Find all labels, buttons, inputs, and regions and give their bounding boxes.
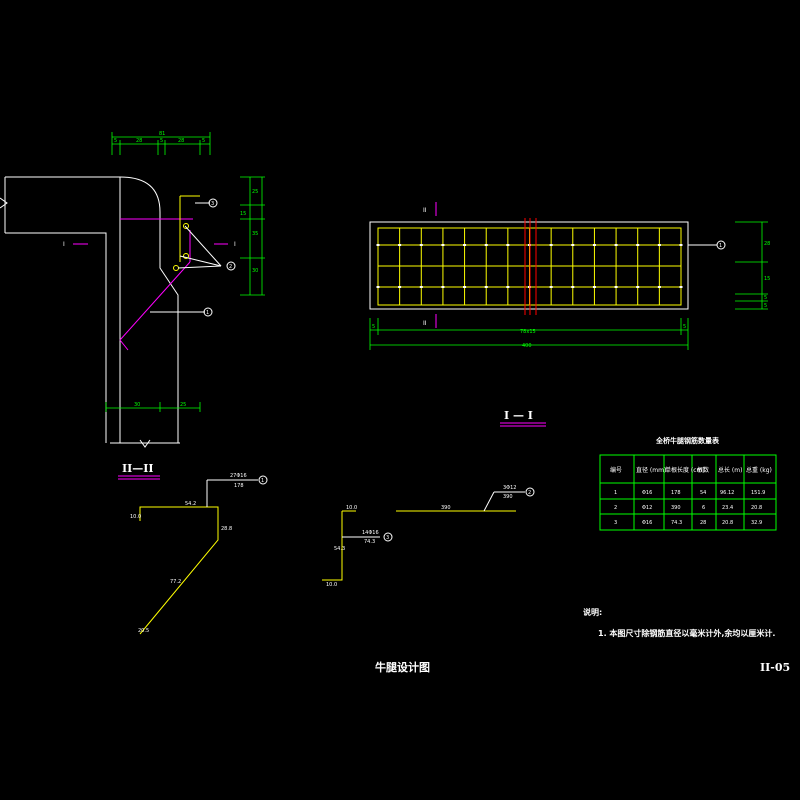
drawing-title: 牛腿设计图 <box>375 660 430 674</box>
notes-item-1: 1. 本图尺寸除钢筋直径以毫米计外,余均以厘米计. <box>598 628 775 638</box>
plan-dim-inner: 78x15 <box>520 329 536 335</box>
bar3-callout: 3 <box>386 535 389 541</box>
corbel-callouts: 3 2 1 <box>203 198 236 317</box>
bar2-label-bottom: 390 <box>503 494 513 500</box>
view-label-I-I: I — I <box>504 409 533 422</box>
dim-part-4: 28 <box>178 138 184 144</box>
dim-part-1: 5 <box>114 138 117 144</box>
plan-callout-1: 1 <box>719 243 722 249</box>
bar3-top: 10.0 <box>346 505 357 511</box>
table-r1-c1: Φ12 <box>642 505 652 511</box>
table-r2-c1: Φ16 <box>642 520 652 526</box>
bar1-seg-end: 20.5 <box>138 628 149 634</box>
table-r2-c3: 28 <box>700 520 706 526</box>
dim-part-5: 5 <box>202 138 205 144</box>
plan-dim-right-1: 28 <box>764 241 770 247</box>
bar-1-detail: 1 27Φ16 178 54.2 10.0 28.8 77.2 20.5 <box>130 473 268 635</box>
table-r0-c0: 1 <box>614 490 617 496</box>
table-header-5: 总重 (kg) <box>746 466 772 474</box>
section-mark-I: I I <box>63 241 236 248</box>
bar2-label-top: 3Φ12 <box>503 485 516 491</box>
dim-bottom-1: 30 <box>134 402 140 408</box>
plan-dim-right-2: 15 <box>764 276 770 282</box>
table-header-4: 总长 (m) <box>718 466 742 474</box>
bar1-label-bottom: 178 <box>234 483 244 489</box>
plan-view: II II 1 28 15 5 5 5 78x15 5 400 I — I <box>369 202 770 427</box>
callout-2: 2 <box>229 264 232 270</box>
table-header-1: 直径 (mm) <box>636 466 666 474</box>
dim-right-4: 30 <box>252 268 258 274</box>
section-I-left: I <box>63 241 65 248</box>
table-header-0: 编号 <box>610 466 622 474</box>
callout-1: 1 <box>206 310 209 316</box>
table-header-2: 单根长度 (cm) <box>665 466 705 474</box>
right-dimension-chain: 25 15 35 30 <box>240 176 265 296</box>
bar1-seg-top: 54.2 <box>185 501 196 507</box>
dim-right-1: 25 <box>252 189 258 195</box>
table-r1-c4: 23.4 <box>722 505 733 511</box>
view-label-II-II: II—II <box>122 462 154 475</box>
notes: 说明: 1. 本图尺寸除钢筋直径以毫米计外,余均以厘米计. <box>583 607 775 638</box>
bar1-seg-left: 10.0 <box>130 514 141 520</box>
table-r0-c2: 178 <box>671 490 681 496</box>
table-r1-c0: 2 <box>614 505 617 511</box>
bar1-label-top: 27Φ16 <box>230 473 247 479</box>
bar1-callout: 1 <box>261 478 264 484</box>
table-r1-c2: 390 <box>671 505 681 511</box>
bar1-seg-diag: 77.2 <box>170 579 181 585</box>
plan-dim-right-4: 5 <box>764 303 767 309</box>
bar-3-detail: 3 14Φ16 74.3 10.0 54.3 10.0 <box>322 505 393 588</box>
table-r1-c3: 6 <box>702 505 705 511</box>
bar-2-detail: 2 3Φ12 390 390 <box>396 485 535 512</box>
plan-dim-right-3: 5 <box>764 295 767 301</box>
corbel-elevation: 81 5 28 5 28 5 <box>0 131 265 480</box>
bar1-seg-vert: 28.8 <box>221 526 232 532</box>
plan-dim-right: 5 <box>683 324 686 330</box>
corbel-rebar <box>119 195 222 351</box>
bar3-label-bottom: 74.3 <box>364 539 375 545</box>
bar2-callout: 2 <box>528 490 531 496</box>
table-r0-c1: Φ16 <box>642 490 652 496</box>
rebar-quantity-table: 全桥牛腿钢筋数量表 编号 直径 (mm) 单根长度 (cm) 根数 总长 (m)… <box>599 436 777 531</box>
table-header-3: 根数 <box>697 466 709 474</box>
table-r2-c0: 3 <box>614 520 617 526</box>
notes-heading: 说明: <box>583 607 602 617</box>
top-dimension-chain: 81 5 28 5 28 5 <box>111 131 211 155</box>
dim-part-2: 28 <box>136 138 142 144</box>
table-r0-c5: 151.9 <box>751 490 765 496</box>
table-r1-c5: 20.8 <box>751 505 762 511</box>
table-r2-c5: 32.9 <box>751 520 762 526</box>
table-r2-c2: 74.3 <box>671 520 682 526</box>
section-I-right: I <box>234 241 236 248</box>
table-title: 全桥牛腿钢筋数量表 <box>655 436 720 445</box>
dim-right-2: 15 <box>240 211 246 217</box>
dim-right-3: 35 <box>252 231 258 237</box>
bar3-mid: 54.3 <box>334 546 345 552</box>
bar3-label-top: 14Φ16 <box>362 530 379 536</box>
sheet-number: II-05 <box>760 661 790 674</box>
bottom-dimension-chain: 30 25 <box>105 402 201 412</box>
dim-overall: 81 <box>159 131 165 137</box>
dim-part-3: 5 <box>160 138 163 144</box>
corbel-outline <box>0 176 180 448</box>
section-II-bottom: II <box>423 320 427 327</box>
table-r2-c4: 20.8 <box>722 520 733 526</box>
plan-dim-overall: 400 <box>522 343 532 349</box>
callout-3: 3 <box>211 201 214 207</box>
bar2-len: 390 <box>441 505 451 511</box>
table-r0-c3: 54 <box>700 490 706 496</box>
plan-dim-left: 5 <box>372 324 375 330</box>
table-r0-c4: 96.12 <box>720 490 734 496</box>
bar3-bot: 10.0 <box>326 582 337 588</box>
dim-bottom-2: 25 <box>180 402 186 408</box>
section-II-top: II <box>423 207 427 214</box>
